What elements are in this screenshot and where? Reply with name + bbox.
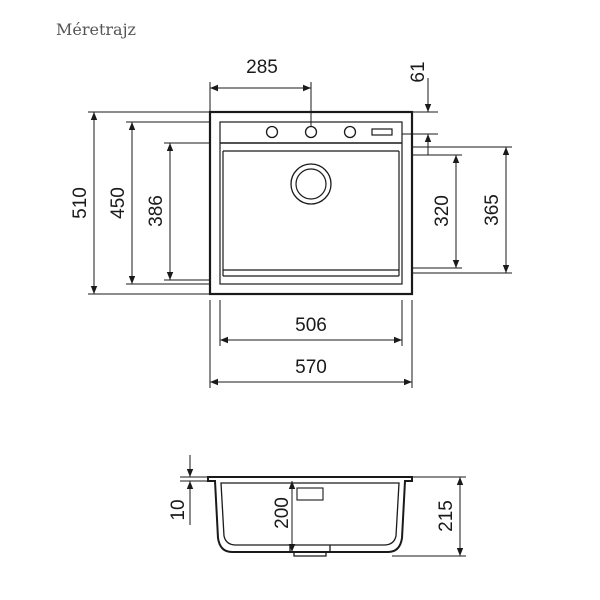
- side-view: 10 200 215: [168, 455, 466, 557]
- dim-height-rim: 450: [108, 187, 129, 219]
- top-view: 285 61 510 450 386 320 365: [70, 57, 512, 388]
- tap-hole-icon: [265, 125, 279, 139]
- drain-outer-icon: [290, 163, 332, 205]
- dim-height-right-outer: 365: [482, 194, 503, 226]
- dim-total-depth: 215: [436, 500, 457, 532]
- dim-width-outer: 570: [295, 357, 327, 378]
- dim-offset-right: 61: [408, 61, 429, 82]
- sink-inner-outline: [219, 121, 403, 285]
- overflow-box-icon: [296, 487, 324, 501]
- sink-outer-outline: [208, 110, 414, 296]
- page-title: Méretrajz: [56, 20, 136, 39]
- drain-inner-icon: [295, 168, 327, 200]
- tap-hole-icon: [304, 125, 318, 139]
- sink-section-inner: [220, 482, 400, 546]
- dim-height-bowl: 386: [146, 195, 167, 227]
- overflow-slot-icon: [371, 128, 393, 136]
- dim-height-right-inner: 320: [432, 195, 453, 227]
- dim-width-inner: 506: [295, 315, 327, 336]
- drain-section-icon: [289, 545, 331, 557]
- dim-rim-thickness: 10: [168, 499, 189, 520]
- dim-height-outer: 510: [70, 187, 91, 219]
- dim-width-top: 285: [246, 57, 278, 78]
- tap-hole-icon: [343, 125, 357, 139]
- dim-bowl-depth: 200: [272, 497, 293, 529]
- sink-section-outer: [207, 476, 413, 553]
